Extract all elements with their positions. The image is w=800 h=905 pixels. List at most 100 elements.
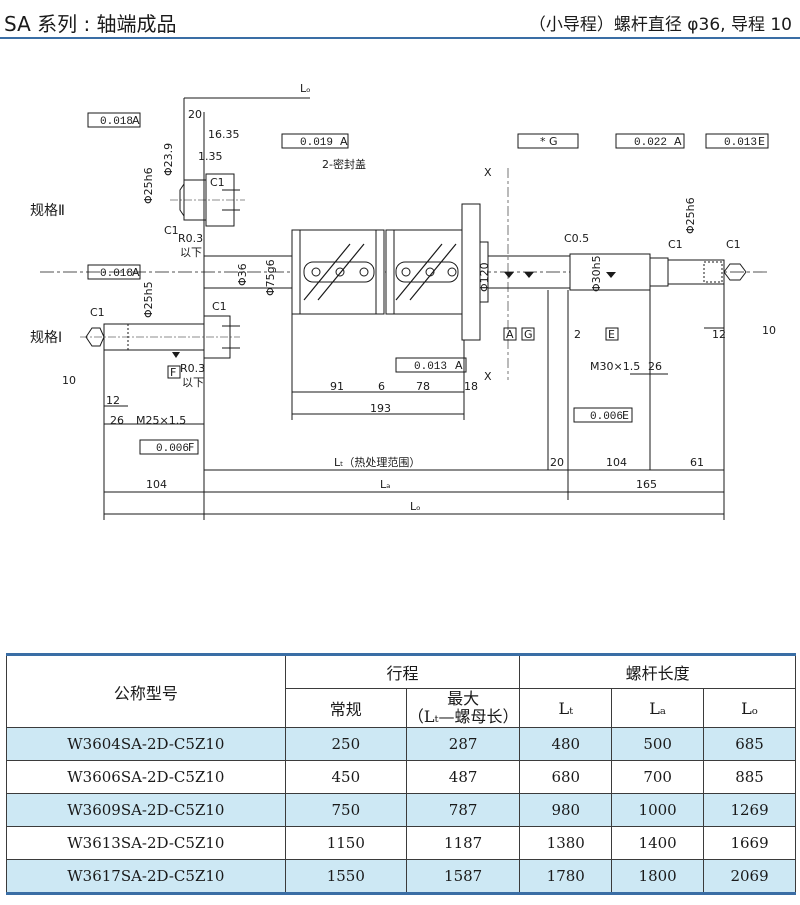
cell-normal: 1550 bbox=[284, 859, 407, 895]
cell-model: W3613SA-2D-C5Z10 bbox=[6, 826, 286, 860]
ref-g1: G bbox=[524, 328, 533, 341]
dim-12b: 12 bbox=[712, 328, 726, 341]
cell-la: 1000 bbox=[611, 793, 705, 827]
c1-d: C1 bbox=[212, 300, 227, 313]
cell-max: 1187 bbox=[405, 826, 521, 860]
dim-193: 193 bbox=[370, 402, 391, 415]
tol-h: 0.006 bbox=[156, 443, 189, 455]
ref-a6: A bbox=[506, 328, 514, 341]
col-la: Lₐ bbox=[611, 688, 705, 728]
cell-la: 1800 bbox=[611, 859, 705, 895]
seal-label: 2-密封盖 bbox=[322, 157, 366, 171]
dia-25h5: Φ25h5 bbox=[142, 281, 155, 318]
dim-2: 2 bbox=[574, 328, 581, 341]
lo-label: Lₒ bbox=[410, 500, 421, 513]
spec-table-wrap: 公称型号 行程 螺杆长度 常规 最大 （Lₜ—螺母长） Lₜ Lₐ Lₒ W36… bbox=[6, 653, 796, 895]
cell-normal: 1150 bbox=[284, 826, 407, 860]
spec1-label: 规格Ⅰ bbox=[30, 330, 62, 346]
dim-10a: 10 bbox=[62, 374, 76, 387]
dim-135: 1.35 bbox=[198, 150, 223, 163]
dim-10b: 10 bbox=[762, 324, 776, 337]
dim-78: 78 bbox=[416, 380, 430, 393]
m25: M25×1.5 bbox=[136, 414, 186, 427]
ref-a1: A bbox=[132, 114, 140, 127]
cell-lo: 1669 bbox=[703, 826, 796, 860]
c1-f: C1 bbox=[726, 238, 741, 251]
cell-lt: 980 bbox=[519, 793, 613, 827]
dim-6: 6 bbox=[378, 380, 385, 393]
tol-e: 0.013 bbox=[724, 137, 757, 149]
spec-table: 公称型号 行程 螺杆长度 常规 最大 （Lₜ—螺母长） Lₜ Lₐ Lₒ W36… bbox=[6, 653, 796, 895]
below-b: 以下 bbox=[182, 376, 204, 389]
cell-lt: 680 bbox=[519, 760, 613, 794]
dim-104a: 104 bbox=[146, 478, 167, 491]
col-max-label: 最大 bbox=[447, 689, 480, 708]
dim-20b: 20 bbox=[550, 456, 564, 469]
dim-20a: 20 bbox=[188, 108, 202, 121]
tol-b: 0.018 bbox=[100, 268, 133, 280]
cell-max: 287 bbox=[405, 727, 521, 761]
cell-la: 500 bbox=[611, 727, 705, 761]
col-lt: Lₜ bbox=[519, 688, 613, 728]
cell-max: 1587 bbox=[405, 859, 521, 895]
cell-normal: 250 bbox=[284, 727, 407, 761]
cell-model: W3617SA-2D-C5Z10 bbox=[6, 859, 286, 895]
col-max: 最大 （Lₜ—螺母长） bbox=[405, 688, 521, 728]
ref-e1: E bbox=[758, 135, 765, 148]
c05: C0.5 bbox=[564, 232, 589, 245]
lt-label: Lₜ（热处理范围） bbox=[334, 455, 420, 469]
lo-top: Lₒ bbox=[300, 82, 311, 95]
page-header: SA 系列 : 轴端成品 （小导程）螺杆直径 φ36, 导程 10 bbox=[0, 0, 800, 40]
cell-la: 1400 bbox=[611, 826, 705, 860]
ref-e2: E bbox=[622, 409, 629, 422]
spec1-end bbox=[80, 315, 240, 359]
tol-f: 0.013 bbox=[414, 361, 447, 373]
la-label: Lₐ bbox=[380, 478, 390, 491]
dim-61: 61 bbox=[690, 456, 704, 469]
table-row: W3606SA-2D-C5Z10 450 487 680 700 885 bbox=[6, 760, 796, 794]
cell-model: W3604SA-2D-C5Z10 bbox=[6, 727, 286, 761]
dim-165: 165 bbox=[636, 478, 657, 491]
col-normal: 常规 bbox=[284, 688, 407, 728]
c1-e: C1 bbox=[668, 238, 683, 251]
col-lo: Lₒ bbox=[703, 688, 796, 728]
page-title: SA 系列 : 轴端成品 bbox=[4, 12, 177, 36]
page-subtitle: （小导程）螺杆直径 φ36, 导程 10 bbox=[528, 15, 792, 35]
c1-a: C1 bbox=[210, 176, 225, 189]
dim-26b: 26 bbox=[648, 360, 662, 373]
ref-f1: F bbox=[188, 441, 194, 454]
dia-120: Φ120 bbox=[478, 262, 491, 292]
dia-25h6: Φ25h6 bbox=[142, 167, 155, 204]
col-model: 公称型号 bbox=[6, 653, 286, 728]
dia-75: Φ75g6 bbox=[264, 259, 277, 296]
dia-30h5: Φ30h5 bbox=[590, 255, 603, 292]
tol-c: 0.019 bbox=[300, 137, 333, 149]
header-rule bbox=[0, 37, 800, 39]
cell-normal: 750 bbox=[284, 793, 407, 827]
tol-d: 0.022 bbox=[634, 137, 667, 149]
section-x-bottom: X bbox=[484, 370, 492, 383]
table-row: W3613SA-2D-C5Z10 1150 1187 1380 1400 166… bbox=[6, 826, 796, 860]
section-x-top: X bbox=[484, 166, 492, 179]
ref-a5: A bbox=[455, 359, 463, 372]
dia-239: Φ23.9 bbox=[162, 143, 175, 176]
star-g: * G bbox=[540, 135, 558, 148]
dim-26a: 26 bbox=[110, 414, 124, 427]
cell-lo: 1269 bbox=[703, 793, 796, 827]
tol-a: 0.018 bbox=[100, 116, 133, 128]
datum-marks bbox=[172, 272, 616, 358]
cell-lo: 885 bbox=[703, 760, 796, 794]
dim-1635: 16.35 bbox=[208, 128, 240, 141]
cell-lt: 1380 bbox=[519, 826, 613, 860]
col-max-sub: （Lₜ—螺母长） bbox=[407, 707, 519, 726]
col-stroke: 行程 bbox=[284, 653, 521, 689]
dia-36: Φ36 bbox=[236, 263, 249, 286]
dim-104b: 104 bbox=[606, 456, 627, 469]
ref-a2: A bbox=[132, 266, 140, 279]
spec2-end bbox=[170, 173, 245, 227]
ref-a4: A bbox=[674, 135, 682, 148]
cell-normal: 450 bbox=[284, 760, 407, 794]
r03-a: R0.3 bbox=[178, 232, 203, 245]
ref-f2: F bbox=[170, 366, 176, 379]
dia-25h6b: Φ25h6 bbox=[684, 197, 697, 234]
